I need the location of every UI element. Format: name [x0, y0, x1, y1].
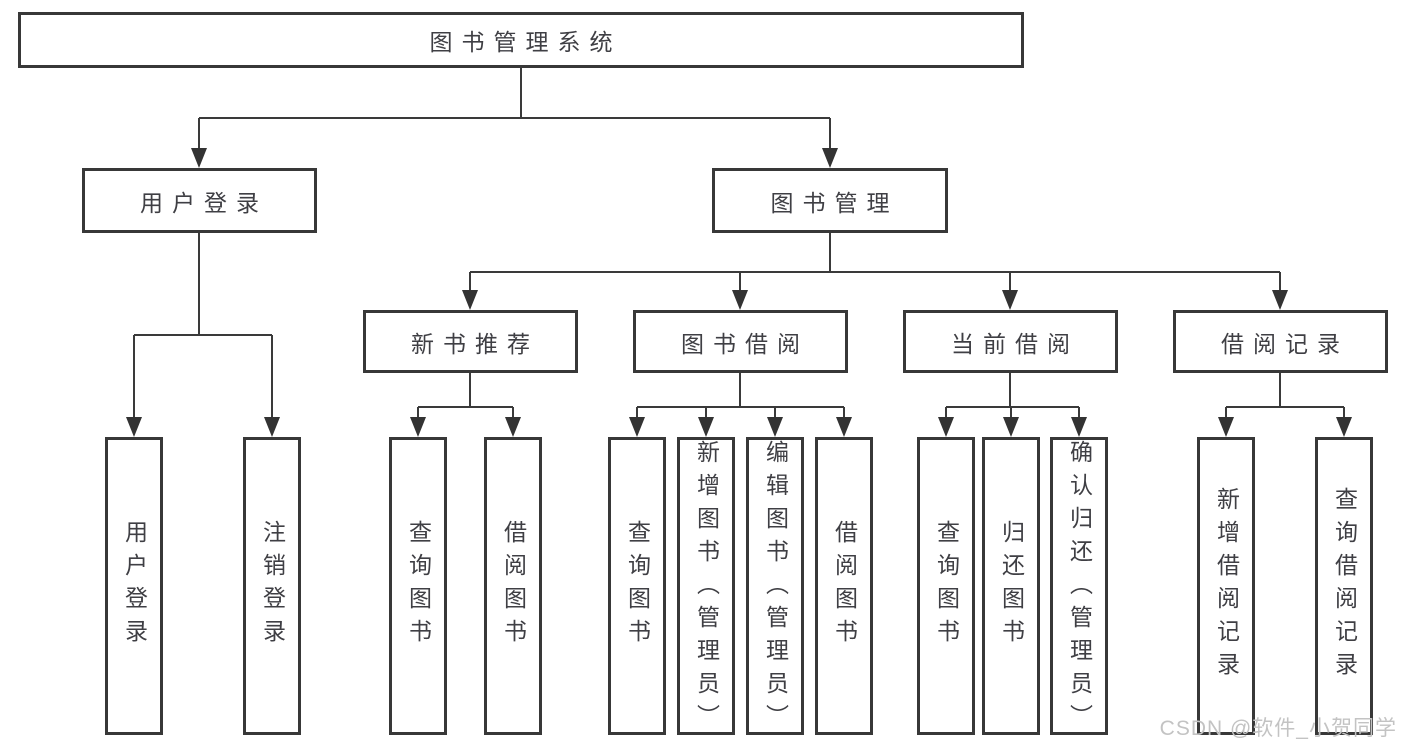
leaf-query-books-recommend: 查询图书 [389, 437, 447, 735]
leaf-add-book-admin-label: 新增图书（管理员） [693, 440, 720, 737]
leaf-borrow-books-recommend: 借阅图书 [484, 437, 542, 735]
node-user-login: 用户登录 [82, 168, 317, 233]
node-new-book-recommend: 新书推荐 [363, 310, 578, 373]
leaf-logout-label: 注销登录 [259, 520, 286, 652]
leaf-query-books-current-label: 查询图书 [933, 520, 960, 652]
leaf-query-books-borrowing-label: 查询图书 [624, 520, 651, 652]
leaf-borrow-books-recommend-label: 借阅图书 [500, 520, 527, 652]
node-book-borrowing: 图书借阅 [633, 310, 848, 373]
leaf-query-borrow-record-label: 查询借阅记录 [1331, 487, 1358, 685]
leaf-add-borrow-record: 新增借阅记录 [1197, 437, 1255, 735]
node-book-management: 图书管理 [712, 168, 948, 233]
node-borrowing-records: 借阅记录 [1173, 310, 1388, 373]
leaf-query-borrow-record: 查询借阅记录 [1315, 437, 1373, 735]
leaf-user-login: 用户登录 [105, 437, 163, 735]
node-new-book-recommend-label: 新书推荐 [411, 330, 539, 357]
leaf-return-books: 归还图书 [982, 437, 1040, 735]
leaf-edit-book-admin: 编辑图书（管理员） [746, 437, 804, 737]
node-book-management-label: 图书管理 [770, 189, 899, 216]
leaf-logout: 注销登录 [243, 437, 301, 735]
leaf-query-books-recommend-label: 查询图书 [405, 520, 432, 652]
leaf-confirm-return-admin: 确认归还（管理员） [1050, 437, 1108, 737]
leaf-borrow-books-borrowing-label: 借阅图书 [831, 520, 858, 652]
node-borrowing-records-label: 借阅记录 [1221, 330, 1349, 357]
leaf-return-books-label: 归还图书 [998, 520, 1025, 652]
arrowheads [126, 118, 1352, 437]
watermark: CSDN @软件_小贺同学 [1159, 717, 1397, 740]
leaf-edit-book-admin-label: 编辑图书（管理员） [762, 440, 789, 737]
leaf-query-books-borrowing: 查询图书 [608, 437, 666, 735]
leaf-query-books-current: 查询图书 [917, 437, 975, 735]
node-library-management-system: 图书管理系统 [18, 12, 1024, 68]
node-library-management-system-label: 图书管理系统 [429, 29, 622, 55]
leaf-add-borrow-record-label: 新增借阅记录 [1213, 487, 1240, 685]
node-user-login-label: 用户登录 [140, 189, 268, 216]
leaf-user-login-label: 用户登录 [121, 520, 148, 652]
node-book-borrowing-label: 图书借阅 [681, 330, 809, 357]
leaf-borrow-books-borrowing: 借阅图书 [815, 437, 873, 735]
node-current-borrowing-label: 当前借阅 [951, 330, 1079, 357]
leaf-confirm-return-admin-label: 确认归还（管理员） [1066, 440, 1093, 737]
leaf-add-book-admin: 新增图书（管理员） [677, 437, 735, 737]
node-current-borrowing: 当前借阅 [903, 310, 1118, 373]
